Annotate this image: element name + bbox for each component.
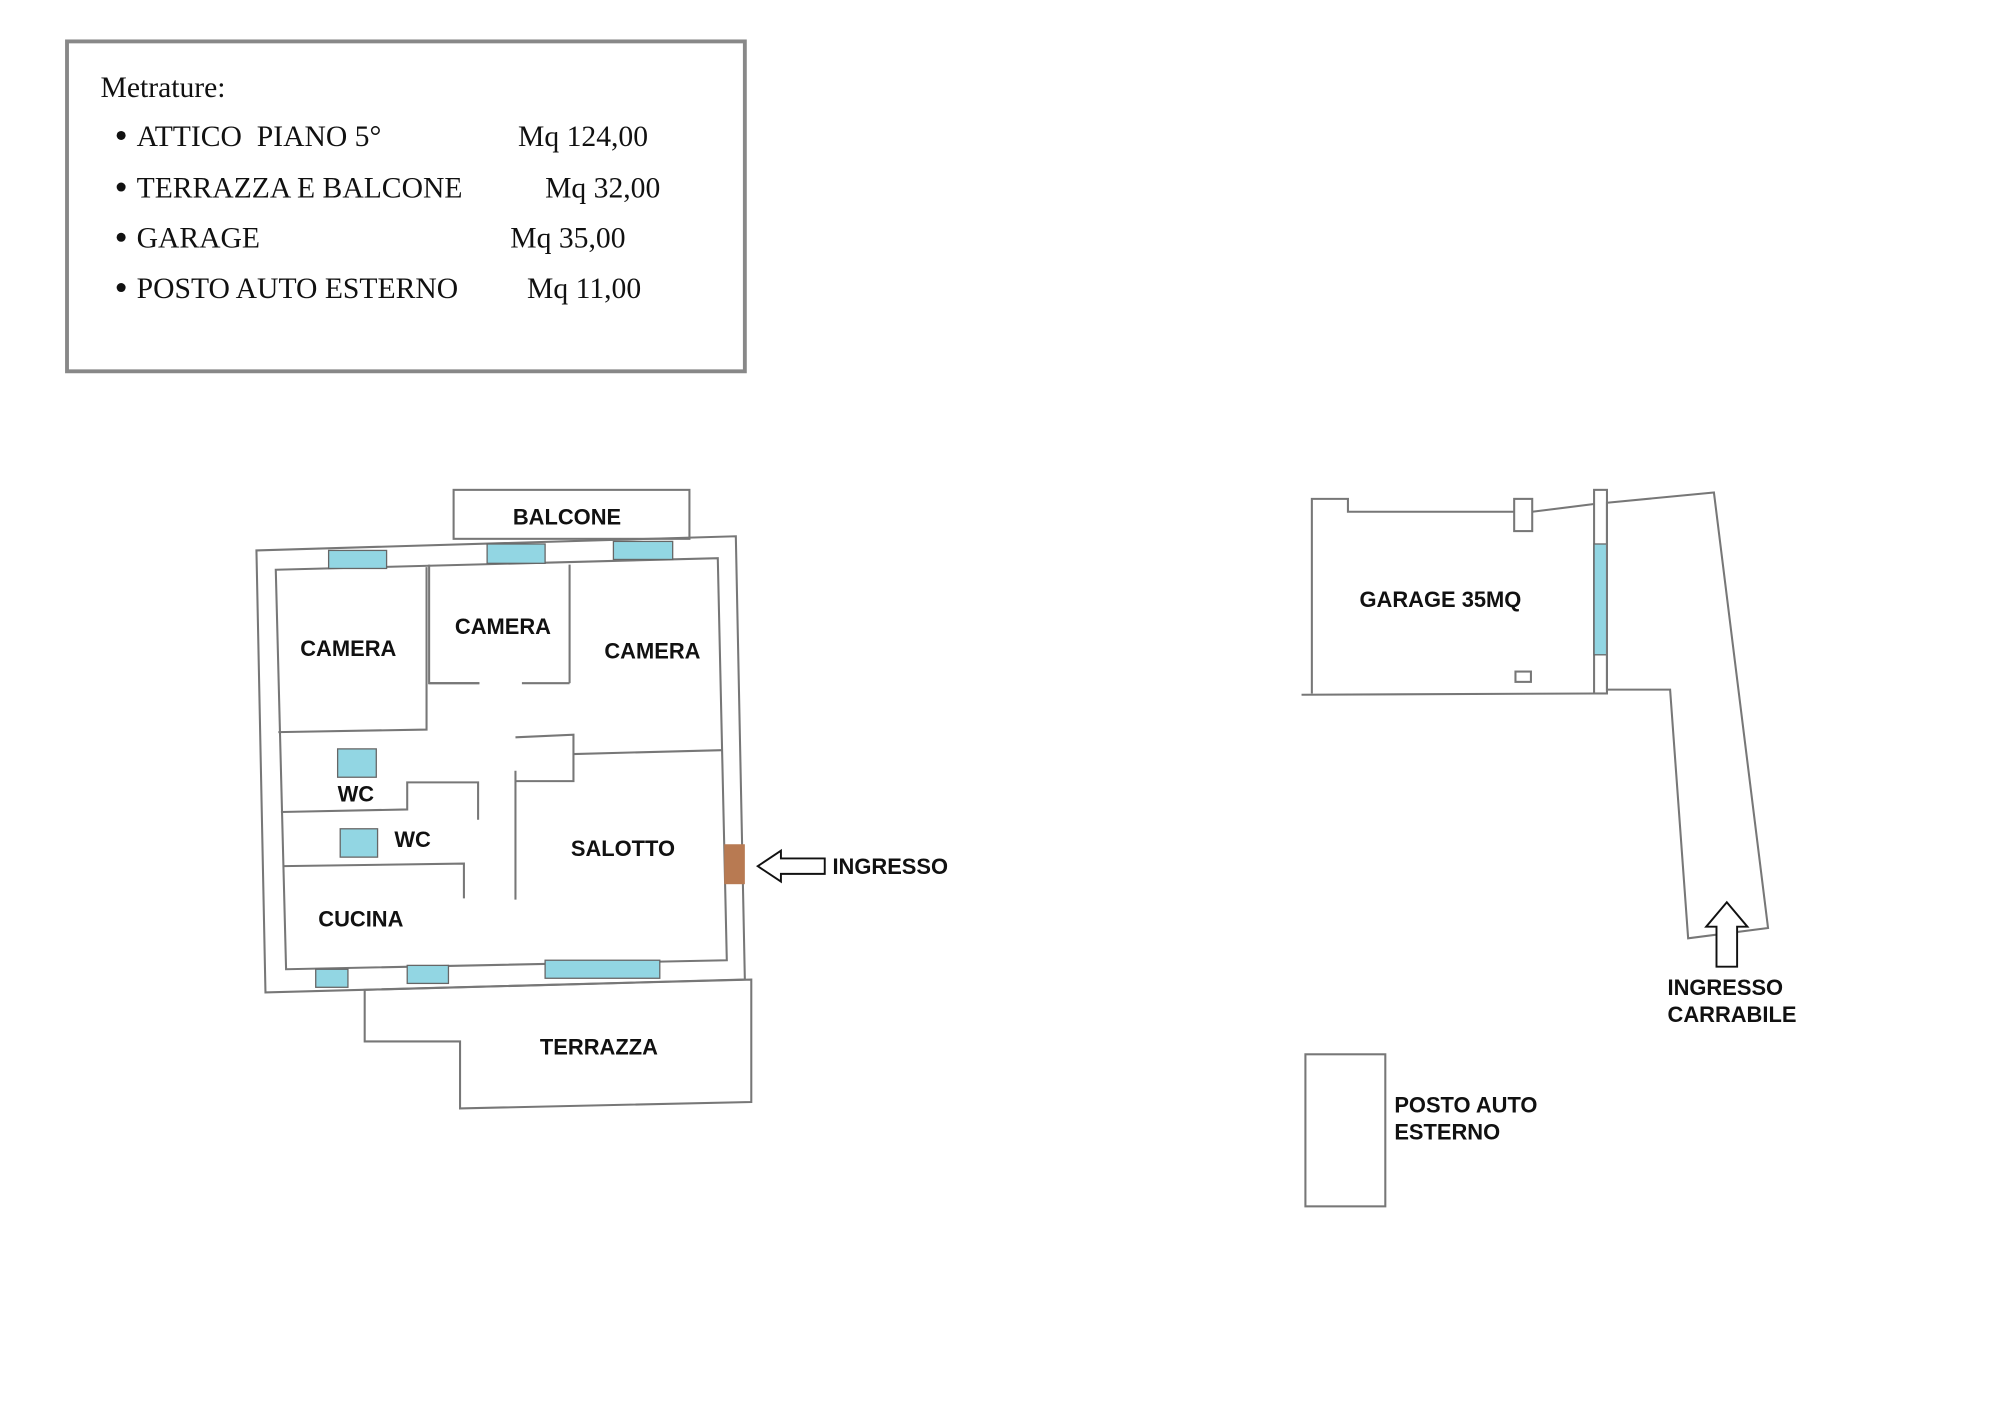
parking-label: POSTO AUTO — [1394, 1092, 1537, 1117]
wc-fixture — [339, 828, 379, 858]
legend-item-name: ATTICO PIANO 5° — [137, 121, 382, 153]
pillar — [1514, 670, 1532, 683]
room-label-camera: CAMERA — [455, 614, 551, 639]
room-label-wc: WC — [394, 827, 431, 852]
window — [315, 968, 349, 988]
entrance-label: INGRESSO — [832, 854, 948, 879]
garage-plan: GARAGE 35MQ INGRESSO CARRABILE POSTO AUT… — [1301, 488, 1797, 1208]
legend-title: Metrature: — [101, 72, 226, 104]
legend-item-area: Mq 32,00 — [545, 172, 660, 204]
wc2-wall — [283, 862, 465, 899]
wall-segment — [1532, 503, 1595, 513]
camera1-wall — [278, 567, 428, 734]
driveway-entrance-label: CARRABILE — [1668, 1002, 1797, 1027]
window — [544, 959, 661, 979]
legend-item-area: Mq 11,00 — [527, 273, 641, 305]
area-legend: Metrature: ATTICO PIANO 5° Mq 124,00 TER… — [65, 39, 747, 374]
balcone-outline — [452, 488, 691, 540]
room-label-balcone: BALCONE — [513, 505, 621, 530]
parking-space — [1304, 1053, 1387, 1208]
pillar — [1513, 497, 1534, 533]
room-label-cucina: CUCINA — [318, 907, 403, 932]
window — [612, 540, 674, 561]
window — [406, 964, 450, 985]
bullet-icon — [116, 130, 126, 140]
parking-label: ESTERNO — [1394, 1119, 1500, 1144]
apartment-inner-wall — [274, 557, 728, 971]
room-label-camera: CAMERA — [604, 639, 700, 664]
room-label-terrazza: TERRAZZA — [540, 1034, 658, 1059]
legend-item-area: Mq 35,00 — [510, 223, 625, 255]
bullet-icon — [116, 232, 126, 242]
hall-wall — [515, 733, 575, 783]
garage-door — [1593, 543, 1608, 656]
arrow-up-icon — [1704, 900, 1750, 968]
legend-item-name: TERRAZZA E BALCONE — [137, 172, 463, 204]
apartment-plan: BALCONE CAMERA CAMERA CAMERA WC WC SALOT… — [255, 488, 948, 1110]
garage-wall — [1310, 497, 1515, 694]
legend-item-area: Mq 124,00 — [518, 121, 648, 153]
wc-fixture — [336, 748, 377, 778]
garage-label: GARAGE 35MQ — [1360, 587, 1522, 612]
bullet-icon — [116, 283, 126, 293]
entrance-door — [724, 844, 745, 885]
bullet-icon — [116, 182, 126, 192]
room-label-wc: WC — [338, 782, 375, 807]
camera3-wall — [573, 749, 722, 756]
driveway-outline — [1605, 491, 1770, 940]
terrazza-outline — [363, 978, 753, 1110]
wc1-wall — [280, 781, 480, 820]
window — [327, 549, 388, 570]
wall-segment — [1301, 692, 1595, 696]
legend-item-name: POSTO AUTO ESTERNO — [137, 273, 459, 305]
legend-item-name: GARAGE — [137, 223, 260, 255]
driveway-entrance-label: INGRESSO — [1668, 975, 1784, 1000]
room-label-camera: CAMERA — [300, 636, 396, 661]
window — [486, 543, 546, 564]
room-label-salotto: SALOTTO — [571, 836, 675, 861]
arrow-left-icon — [755, 848, 826, 884]
